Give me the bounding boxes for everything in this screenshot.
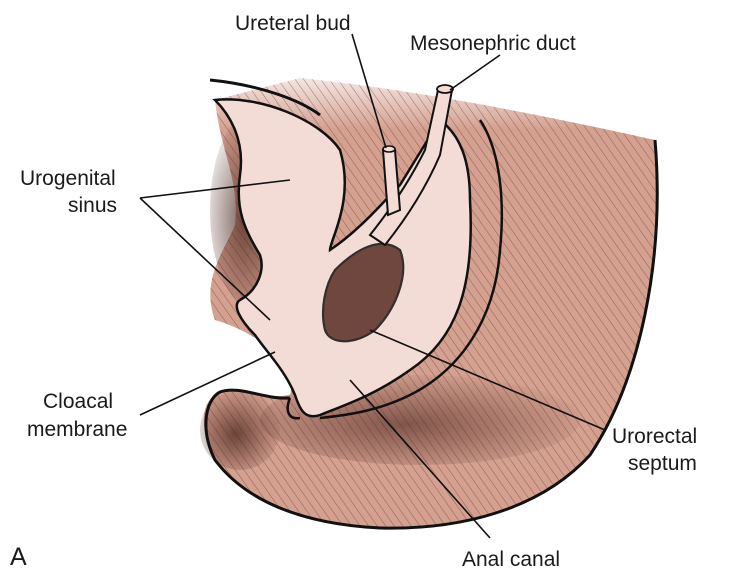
label-mesonephric-duct: Mesonephric duct [410, 32, 576, 55]
leader-mesonephric-duct [449, 54, 501, 91]
leader-urogenital-sinus-lower [139, 197, 271, 321]
leader-anal-canal [349, 379, 491, 539]
label-cloacal-membrane-2: membrane [27, 418, 127, 441]
label-urorectal-septum-1: Urorectal [612, 425, 697, 448]
leader-lines [139, 33, 606, 539]
urorectal-septum-shape [321, 242, 405, 343]
anal-channel [319, 119, 504, 420]
cloacal-membrane-shape [286, 397, 301, 420]
panel-letter: A [10, 543, 27, 571]
label-cloacal-membrane-1: Cloacal [43, 390, 113, 413]
leader-urorectal-septum [369, 329, 606, 431]
label-urogenital-sinus-2: sinus [68, 194, 117, 217]
label-urogenital-sinus-1: Urogenital [20, 167, 116, 190]
leader-urogenital-sinus-upper [139, 179, 291, 199]
label-urorectal-septum-2: septum [628, 452, 697, 475]
shading-membrane [200, 390, 280, 470]
label-ureteral-bud: Ureteral bud [235, 12, 351, 35]
outer-contour [204, 139, 659, 530]
leader-ureteral-bud [351, 33, 387, 149]
cloaca-lumen [212, 98, 472, 418]
leader-cloacal-membrane [139, 351, 276, 416]
label-anal-canal: Anal canal [462, 548, 560, 571]
left-wall [209, 78, 321, 117]
